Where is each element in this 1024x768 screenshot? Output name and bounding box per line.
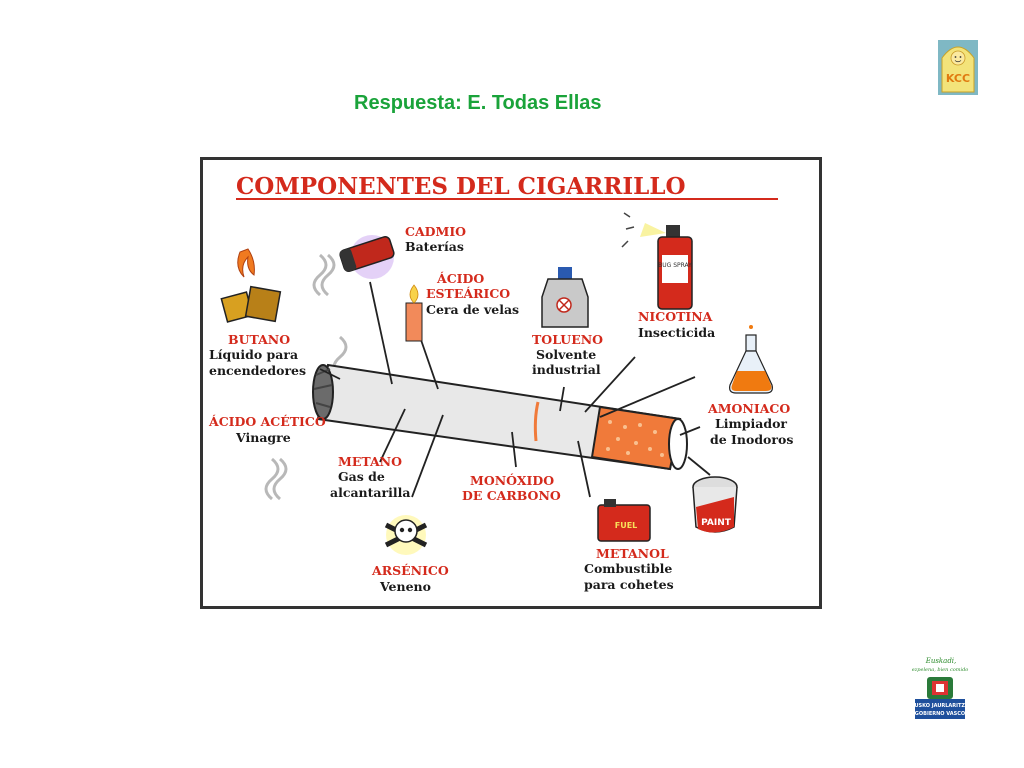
svg-text:PAINT: PAINT [701, 518, 732, 528]
svg-text:alcantarilla: alcantarilla [330, 485, 410, 500]
label-cadmio: CADMIO Baterías [405, 224, 466, 254]
candle-icon [405, 284, 423, 342]
skull-crossbones-icon [384, 515, 428, 555]
svg-text:EUSKO JAURLARITZA: EUSKO JAURLARITZA [911, 703, 969, 709]
bug-spray-icon: BUG SPRAY [621, 212, 693, 310]
battery-icon [339, 235, 395, 279]
pointer-lines [319, 281, 711, 498]
svg-text:BUG SPRAY: BUG SPRAY [658, 262, 692, 269]
svg-text:DE CARBONO: DE CARBONO [462, 488, 561, 503]
svg-text:Combustible: Combustible [584, 561, 672, 576]
svg-text:CADMIO: CADMIO [405, 224, 466, 239]
svg-text:BUTANO: BUTANO [228, 332, 290, 347]
svg-text:Limpiador: Limpiador [715, 416, 787, 431]
svg-text:Cera de velas: Cera de velas [426, 302, 519, 317]
svg-text:ÁCIDO: ÁCIDO [436, 271, 484, 286]
svg-text:para cohetes: para cohetes [584, 577, 674, 592]
svg-text:Gas de: Gas de [338, 469, 385, 484]
paint-can-icon: PAINT [692, 476, 738, 533]
svg-text:METANOL: METANOL [596, 546, 669, 561]
svg-text:Baterías: Baterías [405, 239, 464, 254]
label-monoxido-de-carbono: MONÓXIDO DE CARBONO [462, 472, 561, 503]
svg-text:NICOTINA: NICOTINA [638, 309, 713, 324]
svg-text:MONÓXIDO: MONÓXIDO [470, 472, 554, 488]
lighter-icon [220, 248, 282, 323]
svg-text:industrial: industrial [532, 362, 601, 377]
svg-text:de Inodoros: de Inodoros [710, 432, 793, 447]
label-metano: METANO Gas de alcantarilla [330, 454, 410, 500]
svg-text:ÁCIDO ACÉTICO: ÁCIDO ACÉTICO [208, 414, 326, 429]
svg-text:Veneno: Veneno [379, 579, 431, 594]
label-nicotina: NICOTINA Insecticida [638, 309, 715, 340]
label-arsenico: ARSÉNICO Veneno [371, 563, 449, 594]
svg-text:Líquido para: Líquido para [209, 347, 298, 362]
svg-text:encendedores: encendedores [209, 363, 306, 378]
svg-text:Solvente: Solvente [536, 347, 596, 362]
kcc-logo: KCC [938, 40, 978, 95]
solvent-bottle-icon [541, 267, 589, 328]
label-acido-estearico: ÁCIDO ESTEÁRICO Cera de velas [426, 271, 519, 317]
svg-text:Vinagre: Vinagre [235, 430, 291, 445]
answer-text: Respuesta: E. Todas Ellas [354, 92, 602, 114]
kcc-logo-text: KCC [946, 72, 970, 85]
cigarette-components-figure: COMPONENTES DEL CIGARRILLO [200, 157, 822, 609]
svg-text:FUEL: FUEL [615, 521, 638, 530]
label-metanol: METANOL Combustible para cohetes [584, 546, 674, 592]
label-butano: BUTANO Líquido para encendedores [209, 332, 306, 378]
label-tolueno: TOLUENO Solvente industrial [532, 332, 603, 377]
svg-text:GOBIERNO VASCO: GOBIERNO VASCO [915, 711, 965, 717]
svg-text:AMONIACO: AMONIACO [707, 401, 790, 416]
gobierno-vasco-logo: Euskadi, ezpelena, bien comido EUSKO JAU… [911, 657, 969, 719]
svg-text:ARSÉNICO: ARSÉNICO [371, 563, 449, 578]
svg-text:Insecticida: Insecticida [638, 325, 715, 340]
label-acido-acetico: ÁCIDO ACÉTICO Vinagre [208, 414, 326, 445]
svg-text:ezpelena, bien comido: ezpelena, bien comido [912, 667, 969, 673]
figure-title: COMPONENTES DEL CIGARRILLO [236, 173, 686, 200]
label-amoniaco: AMONIACO Limpiador de Inodoros [707, 401, 793, 447]
svg-text:Euskadi,: Euskadi, [925, 657, 957, 665]
svg-text:ESTEÁRICO: ESTEÁRICO [426, 286, 510, 301]
svg-text:TOLUENO: TOLUENO [532, 332, 603, 347]
fuel-can-icon: FUEL [597, 499, 651, 542]
cigarette-icon [312, 363, 688, 471]
flask-icon [729, 325, 773, 394]
svg-text:METANO: METANO [338, 454, 402, 469]
